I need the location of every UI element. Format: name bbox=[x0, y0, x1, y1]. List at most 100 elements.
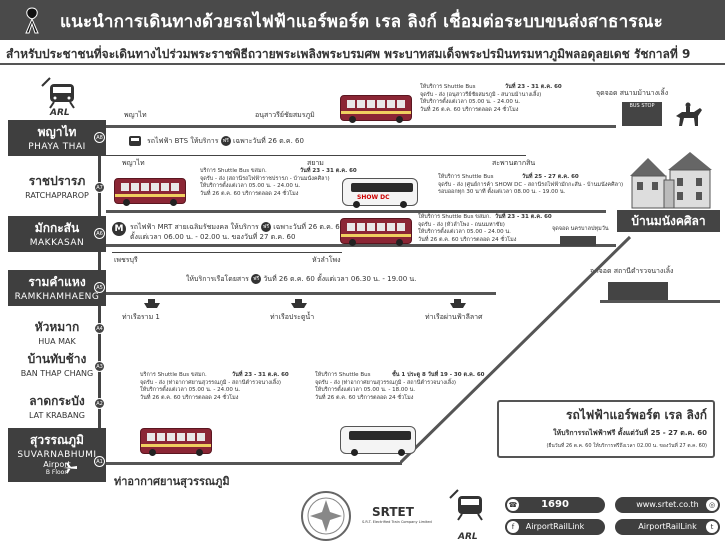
website-pill[interactable]: www.srtet.co.th ◎ bbox=[615, 497, 720, 513]
royal-emblem-icon bbox=[301, 491, 351, 541]
station-name-en: RAMKHAMHAENG bbox=[14, 292, 100, 302]
bus-stop-shelter: BUS STOP bbox=[622, 102, 662, 126]
boat-icon bbox=[450, 299, 466, 308]
route-line-suvarnabhumi bbox=[106, 462, 402, 465]
station-name-th: พญาไท bbox=[37, 125, 77, 139]
bus-stop-shelter bbox=[608, 282, 668, 300]
shuttle-bus-image bbox=[340, 95, 412, 123]
suvarnabhumi-right-shuttle-info: ให้บริการ Shuttle Bus จุดรับ - ส่ง (ท่าอ… bbox=[315, 372, 457, 401]
station-ramkhamhaeng: รามคำแหง RAMKHAMHAENG bbox=[8, 270, 106, 306]
pier-pratunam: ท่าเรือประตูน้ำ bbox=[270, 313, 315, 321]
station-name-en: RATCHAPRARОP bbox=[25, 191, 89, 200]
diagonal-route-line bbox=[400, 235, 632, 465]
boat-icon bbox=[291, 299, 307, 308]
station-name-th: บ้านทับช้าง bbox=[27, 352, 87, 366]
phayathai-shuttle-info: ให้บริการ Shuttle Bus จุดรับ - ส่ง (อนุส… bbox=[420, 84, 542, 113]
mrt-logo-icon: M bbox=[112, 222, 126, 236]
station-hua-mak: หัวหมาก HUA MAK bbox=[8, 318, 106, 346]
shuttle-bus-image bbox=[140, 428, 212, 456]
dest-pathumwan: จุดจอด นครบาลปทุมวัน bbox=[552, 226, 609, 232]
header-bar bbox=[0, 0, 725, 40]
arl-box-title: รถไฟฟ้าแอร์พอร์ต เรล ลิงก์ bbox=[566, 408, 707, 422]
station-code-a4: A4 bbox=[94, 323, 105, 334]
bts-logo-icon bbox=[129, 136, 141, 146]
mourning-ribbon-icon bbox=[25, 7, 39, 34]
makkasan-shuttle-info: ให้บริการ Shuttle Bus ขสมก. จุดรับ - ส่ง… bbox=[418, 214, 517, 243]
station-floor-label: B Floor. bbox=[45, 469, 69, 476]
arl-logo-text: ARL bbox=[50, 108, 70, 118]
suvarnabhumi-left-shuttle-info: บริการ Shuttle Bus ขสมก. จุดรับ - ส่ง (ท… bbox=[140, 372, 282, 401]
stop-phayathai: พญาไท bbox=[124, 111, 147, 119]
route-line-bts bbox=[106, 155, 526, 156]
route-line-phayathai bbox=[106, 125, 616, 128]
stop-saphan-taksin: สะพานตากสิน bbox=[492, 159, 536, 167]
station-name-th: ราชปรารภ bbox=[28, 174, 86, 188]
horse-rider-icon bbox=[676, 102, 702, 126]
station-name-th: สุวรรณภูมิ bbox=[30, 433, 84, 447]
boat-icon bbox=[144, 299, 160, 308]
pier-ram-1: ท่าเรือราม 1 bbox=[122, 313, 160, 321]
station-lat-krabang: ลาดกระบัง LAT KRABANG bbox=[8, 392, 106, 420]
show-dc-bus-image: SHOW DC bbox=[342, 178, 418, 208]
facebook-pill[interactable]: f AirportRailLink bbox=[505, 519, 605, 535]
phayathai-shuttle-date: วันที่ 23 - 31 ต.ค. 60 bbox=[505, 84, 562, 90]
station-code-a3: A3 bbox=[94, 361, 105, 372]
station-code-a5: A5 bbox=[94, 282, 105, 293]
station-name-en: LAT KRABANG bbox=[28, 411, 86, 420]
bts-service-text: รถไฟฟ้า BTS ให้บริการ ฟรี เฉพาะวันที่ 26… bbox=[147, 136, 304, 146]
station-name-th: ลาดกระบัง bbox=[29, 394, 85, 408]
station-name-en: BAN THAP CHANG bbox=[20, 369, 94, 378]
route-line-ramkhamhaeng bbox=[106, 292, 496, 295]
twitter-icon: t bbox=[706, 521, 718, 533]
station-airport-label: Airport bbox=[43, 460, 71, 469]
station-name-en: HUA MAK bbox=[38, 337, 76, 346]
mrt-service-time: ตั้งแต่เวลา 06.00 น. - 02.00 น. ของวันที… bbox=[130, 233, 296, 241]
station-code-a8: A8 bbox=[94, 132, 105, 143]
dest-nanglerng-racecourse: จุดจอด สนามม้านางเลิ้ง bbox=[596, 89, 669, 97]
station-code-a6: A6 bbox=[94, 228, 105, 239]
arl-box-line1: ให้บริการรถไฟฟ้าฟรี ตั้งแต่วันที่ 25 - 2… bbox=[553, 429, 707, 437]
arl-train-icon bbox=[41, 77, 75, 109]
station-makkasan: มักกะสัน MAKKASAN bbox=[8, 216, 106, 252]
route-line-ratchaprarop bbox=[106, 210, 606, 213]
showdc-shuttle-date: วันที่ 25 - 27 ต.ค. 60 bbox=[522, 174, 579, 180]
station-ratchaprarop: ราชปรารภ RATCHAPRARОP bbox=[8, 172, 106, 200]
phone-icon: ☎ bbox=[507, 499, 519, 511]
twitter-pill[interactable]: AirportRailLink t bbox=[615, 519, 720, 535]
suvarnabhumi-left-shuttle-date: วันที่ 23 - 31 ต.ค. 60 bbox=[232, 372, 289, 378]
shuttle-bus-image bbox=[340, 218, 412, 246]
bus-stop-shelter bbox=[560, 236, 596, 246]
station-code-a2: A2 bbox=[94, 398, 105, 409]
page-title: แนะนำการเดินทางด้วยรถไฟฟ้าแอร์พอร์ต เรล … bbox=[60, 12, 663, 32]
ratchaprarop-shuttle-info: บริการ Shuttle Bus ขสมก. จุดรับ - ส่ง (ส… bbox=[200, 168, 330, 197]
boat-service-text: ให้บริการเรือโดยสาร ฟรี วันที่ 26 ต.ค. 6… bbox=[186, 274, 417, 284]
shuttle-bus-image bbox=[114, 178, 186, 206]
header-divider bbox=[0, 63, 725, 65]
phone-pill[interactable]: ☎ 1690 bbox=[505, 497, 605, 513]
airport-shuttle-bus-image bbox=[340, 426, 416, 456]
station-name-th: รามคำแหง bbox=[28, 275, 86, 289]
route-line-makkasan bbox=[106, 244, 616, 247]
mrt-service-text: รถไฟฟ้า MRT สายเฉลิมรัชมงคล ให้บริการ ฟร… bbox=[130, 222, 345, 232]
station-name-th: มักกะสัน bbox=[34, 221, 80, 235]
ratchaprarop-shuttle-date: วันที่ 23 - 31 ต.ค. 60 bbox=[300, 168, 357, 174]
station-code-a1: A1 bbox=[94, 456, 105, 467]
station-code-a7: A7 bbox=[94, 182, 105, 193]
arl-logo-text: ARL bbox=[458, 532, 478, 542]
arl-train-icon bbox=[449, 489, 483, 521]
station-suvarnabhumi: สุวรรณภูมิ SUVARNABHUMI Airport B Floor. bbox=[8, 428, 106, 482]
route-line-police-station bbox=[600, 300, 720, 303]
globe-icon: ◎ bbox=[706, 499, 718, 511]
station-ban-thap-chang: บ้านทับช้าง BAN THAP CHANG bbox=[8, 350, 106, 378]
srtet-logo: SRTET bbox=[372, 505, 414, 519]
arl-box-line2: (ยืนวันที่ 26 ต.ค. 60 ให้บริการฟรีถึงเวล… bbox=[546, 443, 707, 449]
dest-nanglerng-police: จุดจอด สถานีตำรวจนางเลิ้ง bbox=[590, 267, 674, 275]
facebook-icon: f bbox=[507, 521, 519, 533]
landmark-manangkasila: บ้านมนังคศิลา bbox=[617, 210, 720, 232]
station-name-th: หัวหมาก bbox=[34, 320, 80, 334]
arl-info-box: รถไฟฟ้าแอร์พอร์ต เรล ลิงก์ ให้บริการรถไฟ… bbox=[497, 400, 715, 458]
manangkasila-house-icon bbox=[630, 152, 712, 209]
page-subtitle: สำหรับประชาชนที่จะเดินทางไปร่วมพระราชพิธ… bbox=[6, 47, 691, 61]
stop-bts-phayathai: พญาไท bbox=[122, 159, 145, 167]
airplane-icon bbox=[63, 463, 77, 473]
